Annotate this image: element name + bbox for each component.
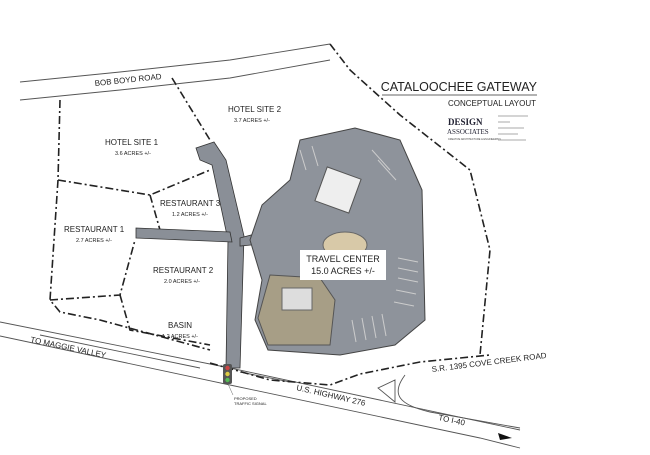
firm-address-text [498, 115, 528, 141]
fuel-canopy [314, 166, 362, 214]
parcel-basin-area: 1.2 ACRES +/- [162, 334, 198, 340]
logo-tagline: CREATIVE ARCHITECTURE & ENGINEERING [448, 138, 501, 141]
logo-line-1: DESIGN [448, 117, 483, 127]
parcel-restaurant-2-name: RESTAURANT 2 [153, 266, 214, 275]
highway-median [39, 334, 201, 369]
parcel-restaurant-3-name: RESTAURANT 3 [160, 199, 221, 208]
plan-subtitle: CONCEPTUAL LAYOUT [448, 99, 536, 108]
bob-boyd-road-label: BOB BOYD ROAD [94, 72, 162, 88]
cove-creek-road-edge [397, 374, 521, 429]
access-road-spur-west [135, 227, 233, 243]
access-road [195, 141, 245, 369]
parcel-basin-name: BASIN [168, 321, 192, 330]
parcel-line [119, 294, 211, 346]
travel-center-name: TRAVEL CENTER [306, 254, 380, 264]
bob-boyd-road-edge-top [19, 43, 331, 83]
parcel-restaurant-1-area: 2.7 ACRES +/- [76, 238, 112, 244]
traffic-island [377, 379, 396, 403]
parcel-line [171, 77, 211, 141]
parcel-restaurant-2-area: 2.0 ACRES +/- [164, 279, 200, 285]
travel-center-label-box [300, 250, 386, 280]
property-line-west [49, 99, 211, 351]
highway-276-label: U.S. HIGHWAY 276 [296, 383, 367, 408]
parcel-hotel-site-1-name: HOTEL SITE 1 [105, 138, 159, 147]
to-i40-label: TO I-40 [438, 413, 467, 428]
parcel-restaurant-3-area: 1.2 ACRES +/- [172, 212, 208, 218]
parcel-line [57, 169, 211, 196]
property-line-east [329, 43, 491, 356]
signal-label-1: PROPOSED [234, 396, 257, 401]
parcel-line [49, 239, 136, 301]
parcel-hotel-site-2-area: 3.7 ACRES +/- [234, 118, 270, 124]
building-roof [281, 287, 313, 311]
signal-green [225, 377, 230, 383]
parcel-hotel-site-2-name: HOTEL SITE 2 [228, 105, 282, 114]
signal-red [225, 365, 230, 371]
cove-creek-road-label: S.R. 1395 COVE CREEK ROAD [431, 351, 547, 374]
travel-center-area: 15.0 ACRES +/- [311, 266, 375, 276]
maggie-valley-label: TO MAGGIE VALLEY [30, 335, 108, 360]
highway-edge-2 [0, 335, 521, 449]
truck-parking [299, 145, 419, 343]
signal-leader [227, 383, 234, 396]
property-line-south [209, 354, 491, 386]
direction-arrow-icon [498, 433, 512, 440]
parcel-line [149, 194, 161, 231]
logo-line-2: ASSOCIATES [447, 128, 489, 136]
plan-title: CATALOOCHEE GATEWAY [381, 80, 538, 94]
signal-yellow [225, 371, 230, 377]
signal-label-2: TRAFFIC SIGNAL [234, 401, 267, 406]
parcel-restaurant-1-name: RESTAURANT 1 [64, 225, 125, 234]
parcel-hotel-site-1-area: 3.6 ACRES +/- [115, 151, 151, 157]
